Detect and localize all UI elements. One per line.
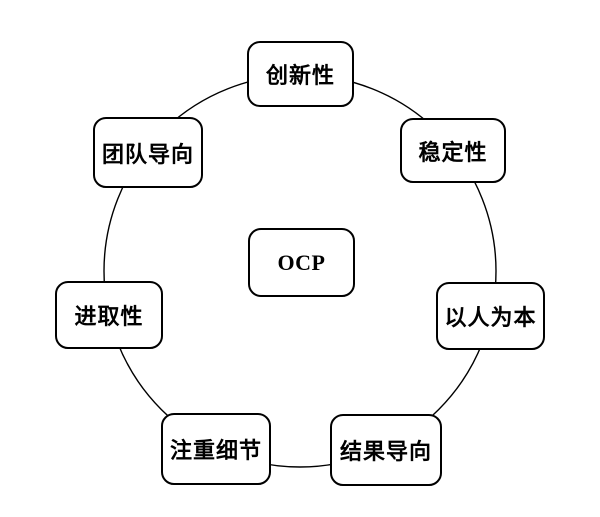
node-stability: 稳定性 [400,118,506,183]
node-label: 创新性 [265,63,335,88]
node-label: 团队导向 [101,141,194,167]
node-attention-to-detail: 注重细节 [161,413,271,485]
node-label: 稳定性 [418,139,488,165]
node-results-oriented: 结果导向 [330,414,442,486]
node-label: 进取性 [74,304,144,329]
node-center-ocp: OCP [248,228,355,297]
node-people-oriented: 以人为本 [436,282,545,350]
node-aggressiveness: 进取性 [55,281,163,349]
node-label: 结果导向 [339,439,432,464]
center-label: OCP [277,249,326,275]
node-innovation: 创新性 [247,41,354,107]
node-team-orientation: 团队导向 [93,117,203,188]
node-label: 注重细节 [169,438,262,463]
node-label: 以人为本 [444,305,537,330]
